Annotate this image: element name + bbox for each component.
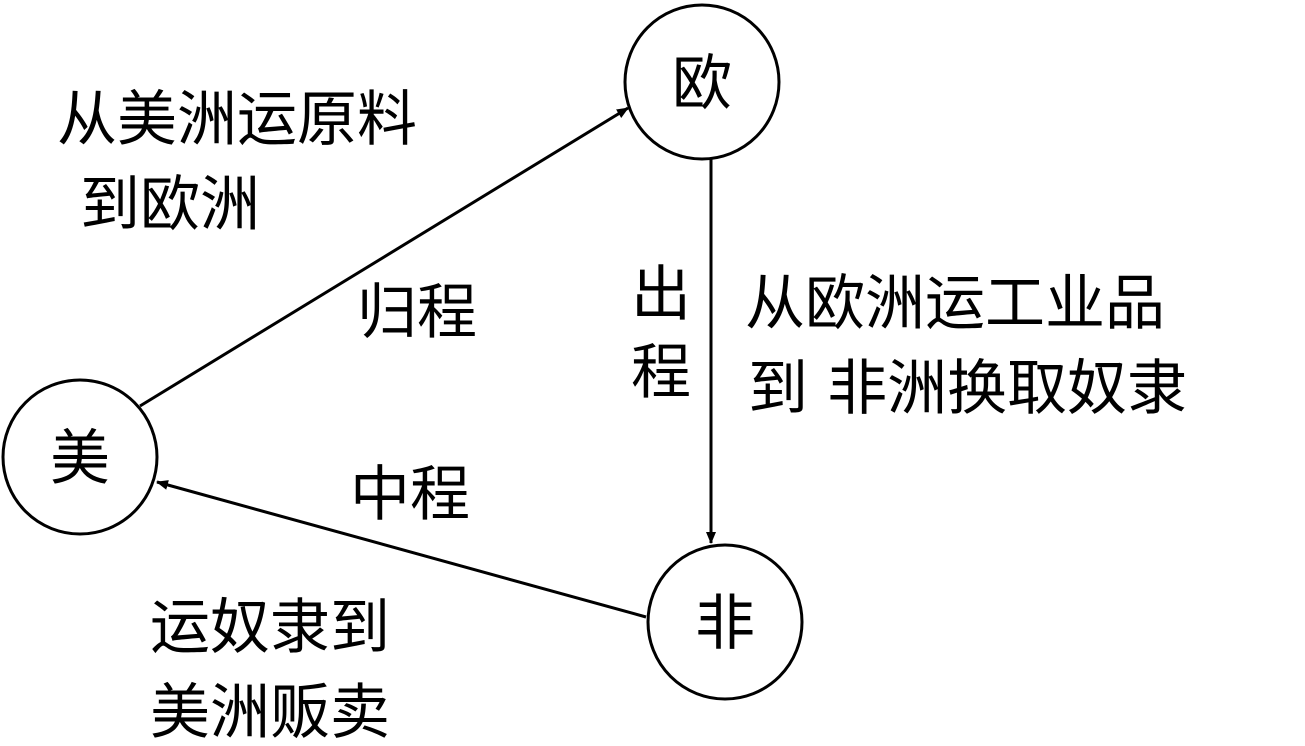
node-europe: 欧 [623, 3, 781, 161]
return-label: 归程 [357, 278, 477, 348]
node-america: 美 [1, 378, 159, 536]
outbound-description-line-2: 到 非洲换取奴隶 [748, 354, 1187, 424]
return-arrow [139, 106, 629, 408]
node-africa: 非 [646, 543, 804, 701]
return-description-line-2: 到欧洲 [80, 170, 260, 240]
outbound-label-char-1: 出 [631, 260, 691, 330]
node-europe-label: 欧 [672, 49, 732, 119]
outbound-description-line-1: 从欧洲运工业品 [745, 269, 1165, 339]
middle-label: 中程 [350, 460, 470, 530]
outbound-label-char-2: 程 [631, 338, 691, 408]
middle-description-line-1: 运奴隶到 [150, 593, 390, 663]
node-america-label: 美 [50, 424, 110, 494]
node-africa-label: 非 [695, 589, 755, 659]
middle-arrow [156, 480, 647, 619]
middle-description-line-2: 美洲贩卖 [150, 678, 390, 746]
return-description-line-1: 从美洲运原料 [57, 85, 417, 155]
